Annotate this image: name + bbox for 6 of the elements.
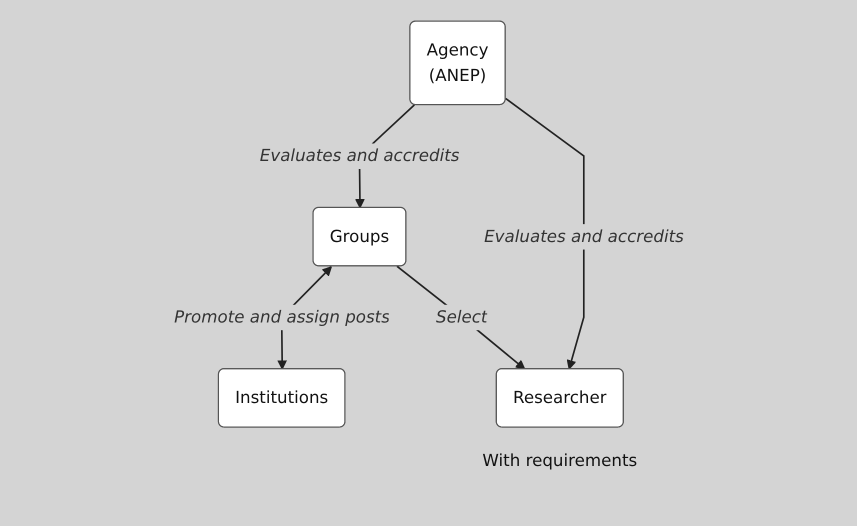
edge-label: Promote and assign posts	[174, 306, 390, 327]
edge-label: Evaluates and accredits	[484, 226, 684, 246]
arrow	[504, 98, 584, 370]
edge-label: Evaluates and accredits	[260, 146, 460, 166]
node-label: With requirements	[482, 450, 637, 470]
arrow	[396, 266, 525, 370]
